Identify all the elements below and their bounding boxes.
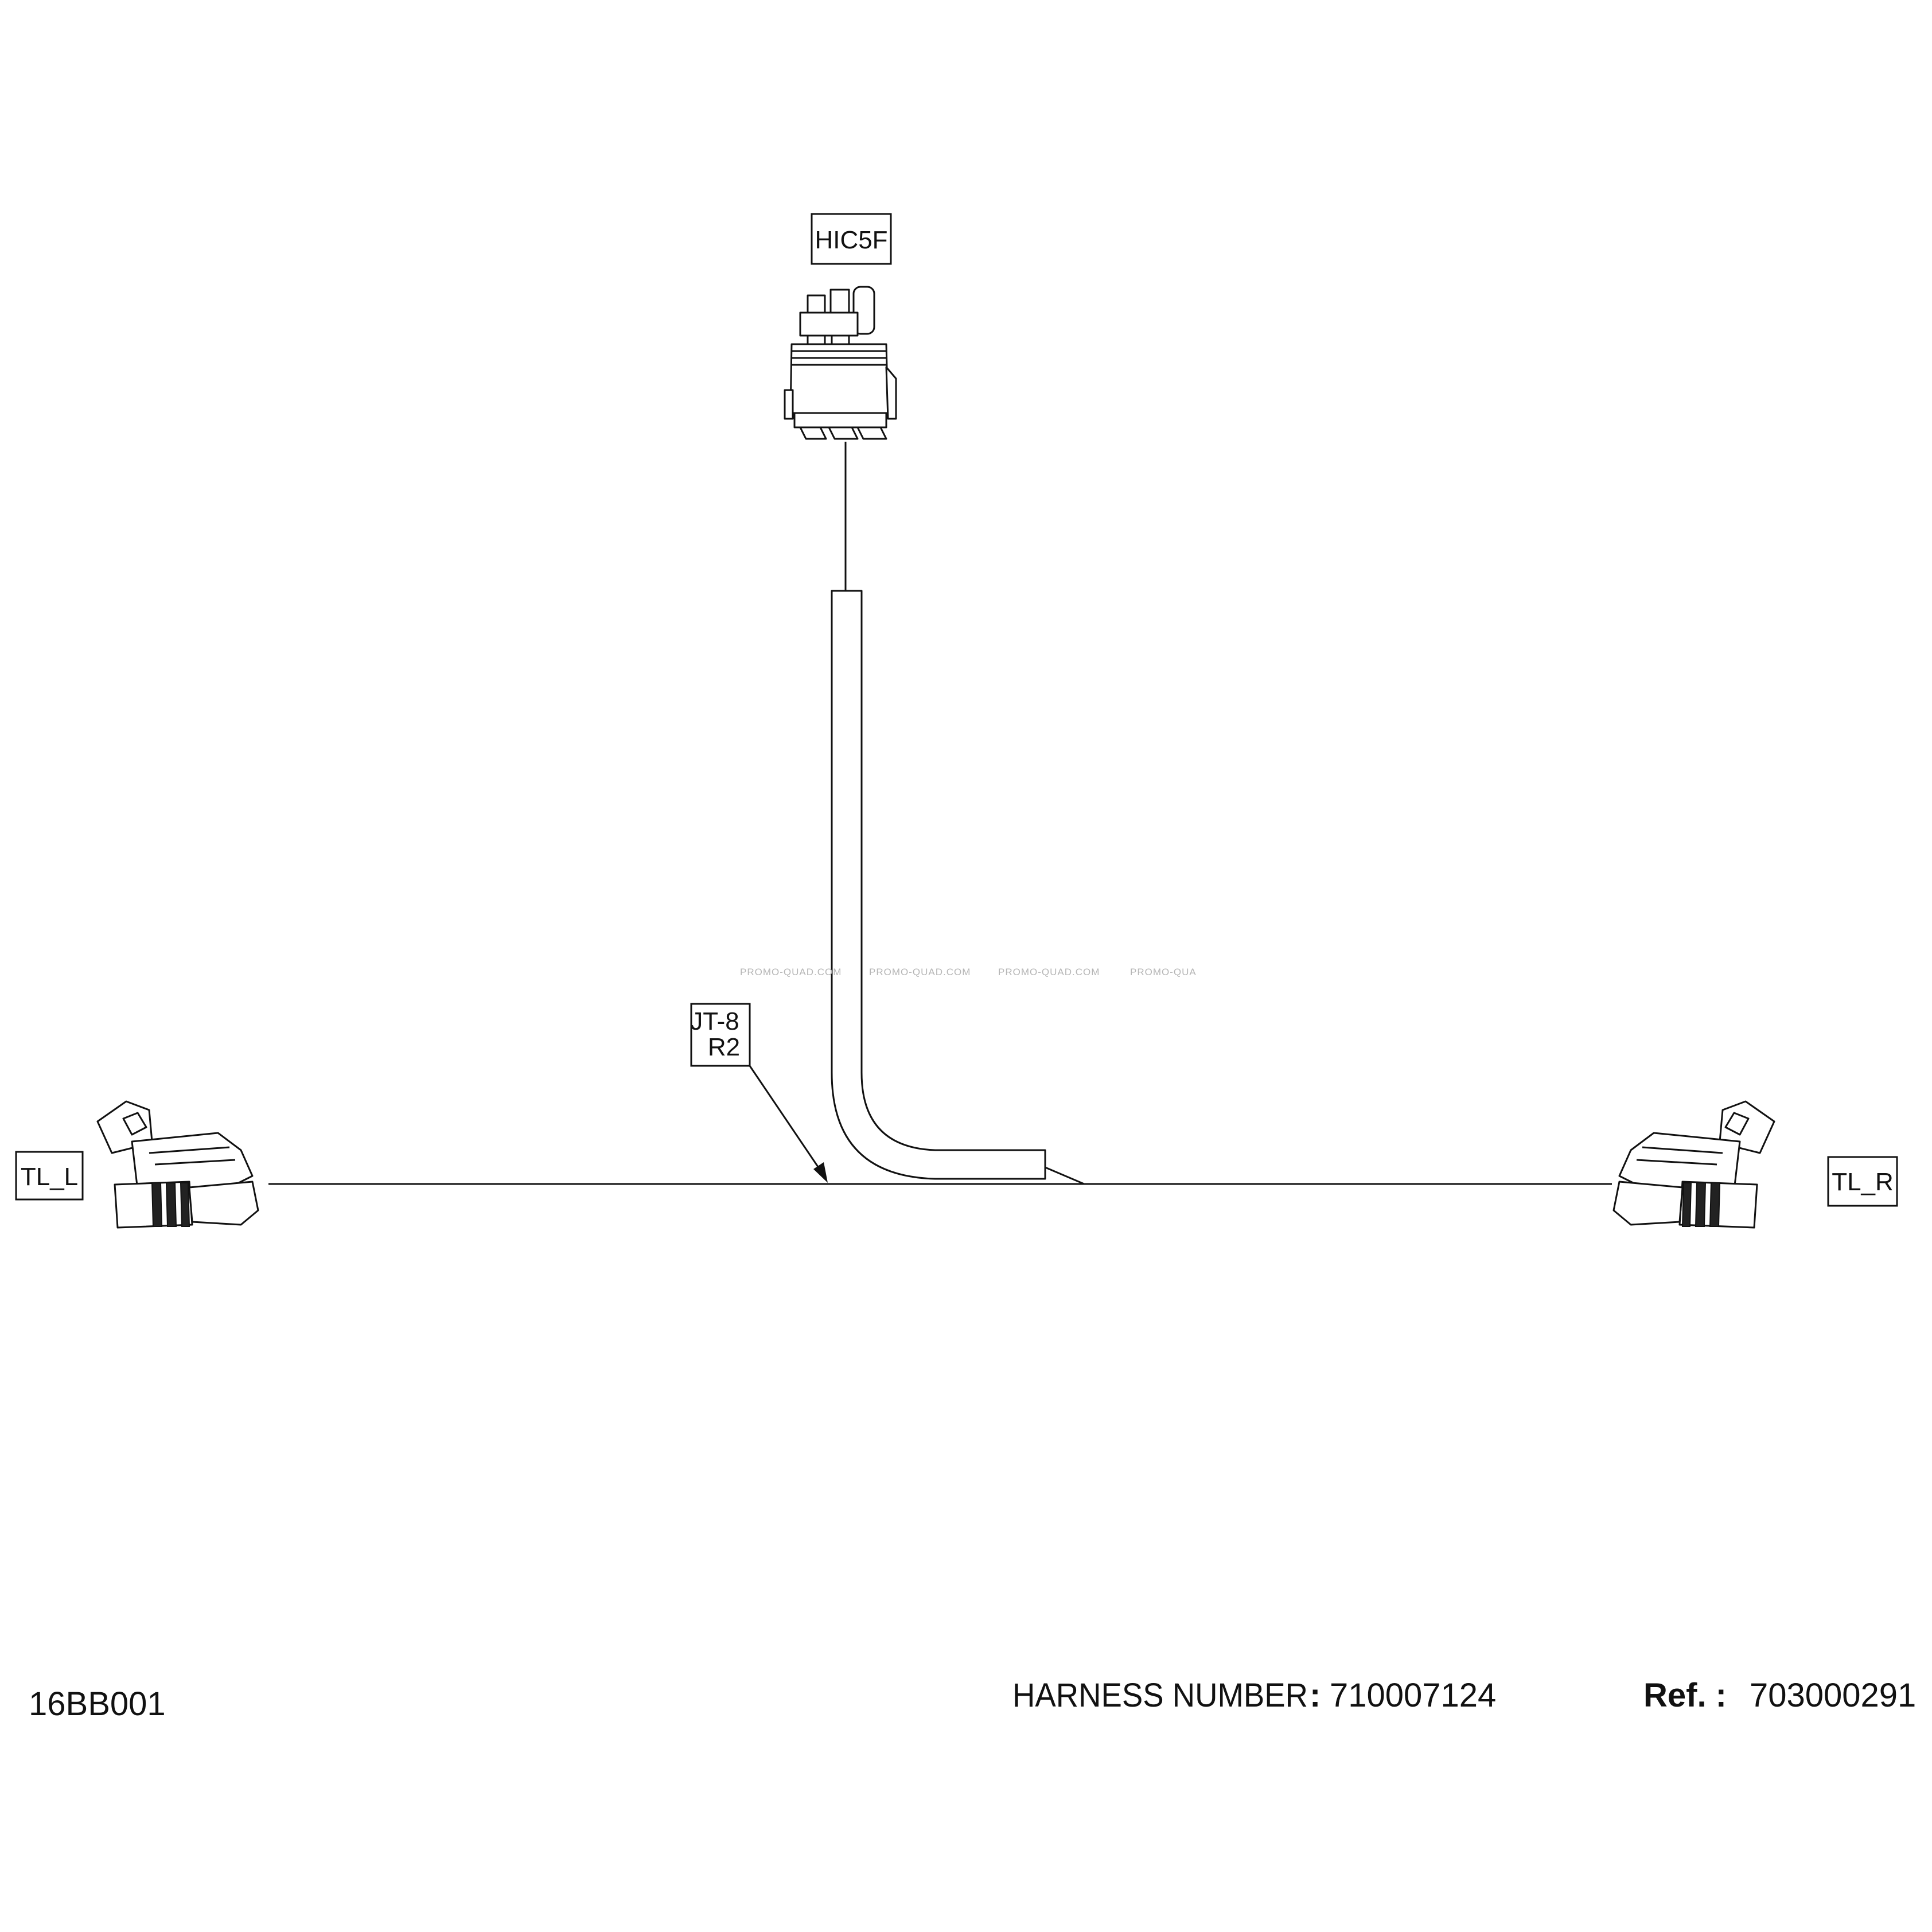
top-connector-label: HIC5F — [811, 213, 892, 265]
junction-label-line1: JT-8 — [690, 1007, 739, 1035]
junction-arrow-icon — [813, 1162, 828, 1183]
right-connector-label-text: TL_R — [1832, 1168, 1894, 1196]
junction-leader-line — [749, 1065, 821, 1171]
left-connector-label-text: TL_L — [21, 1163, 78, 1191]
harness-number-label: HARNESS NUMBER — [1012, 1677, 1308, 1714]
right-connector-label: TL_R — [1827, 1156, 1898, 1207]
right-connector-icon — [1612, 1100, 1775, 1229]
harness-number-value: 710007124 — [1330, 1677, 1496, 1714]
watermark-2: PROMO-QUAD.COM — [869, 967, 971, 977]
ref-value: 703000291 — [1750, 1677, 1916, 1714]
watermark-1: PROMO-QUAD.COM — [740, 967, 842, 977]
drawing-code: 16BB001 — [29, 1685, 166, 1723]
junction-label: JT-8 R2 — [690, 1003, 751, 1067]
watermark-4: PROMO-QUA — [1130, 967, 1197, 977]
watermark: PROMO-QUAD.COM PROMO-QUAD.COM PROMO-QUAD… — [740, 967, 1197, 977]
watermark-3: PROMO-QUAD.COM — [998, 967, 1100, 977]
harness-number-colon: : — [1310, 1677, 1321, 1714]
top-connector-label-text: HIC5F — [815, 226, 887, 254]
sleeve-exit-line — [1045, 1166, 1085, 1185]
left-connector-icon — [96, 1100, 259, 1229]
left-connector-label: TL_L — [15, 1151, 84, 1201]
junction-label-line2: R2 — [708, 1033, 740, 1061]
ref-label: Ref. : — [1643, 1677, 1727, 1714]
top-connector-icon — [784, 286, 897, 440]
wire-sleeve — [831, 590, 1046, 1180]
